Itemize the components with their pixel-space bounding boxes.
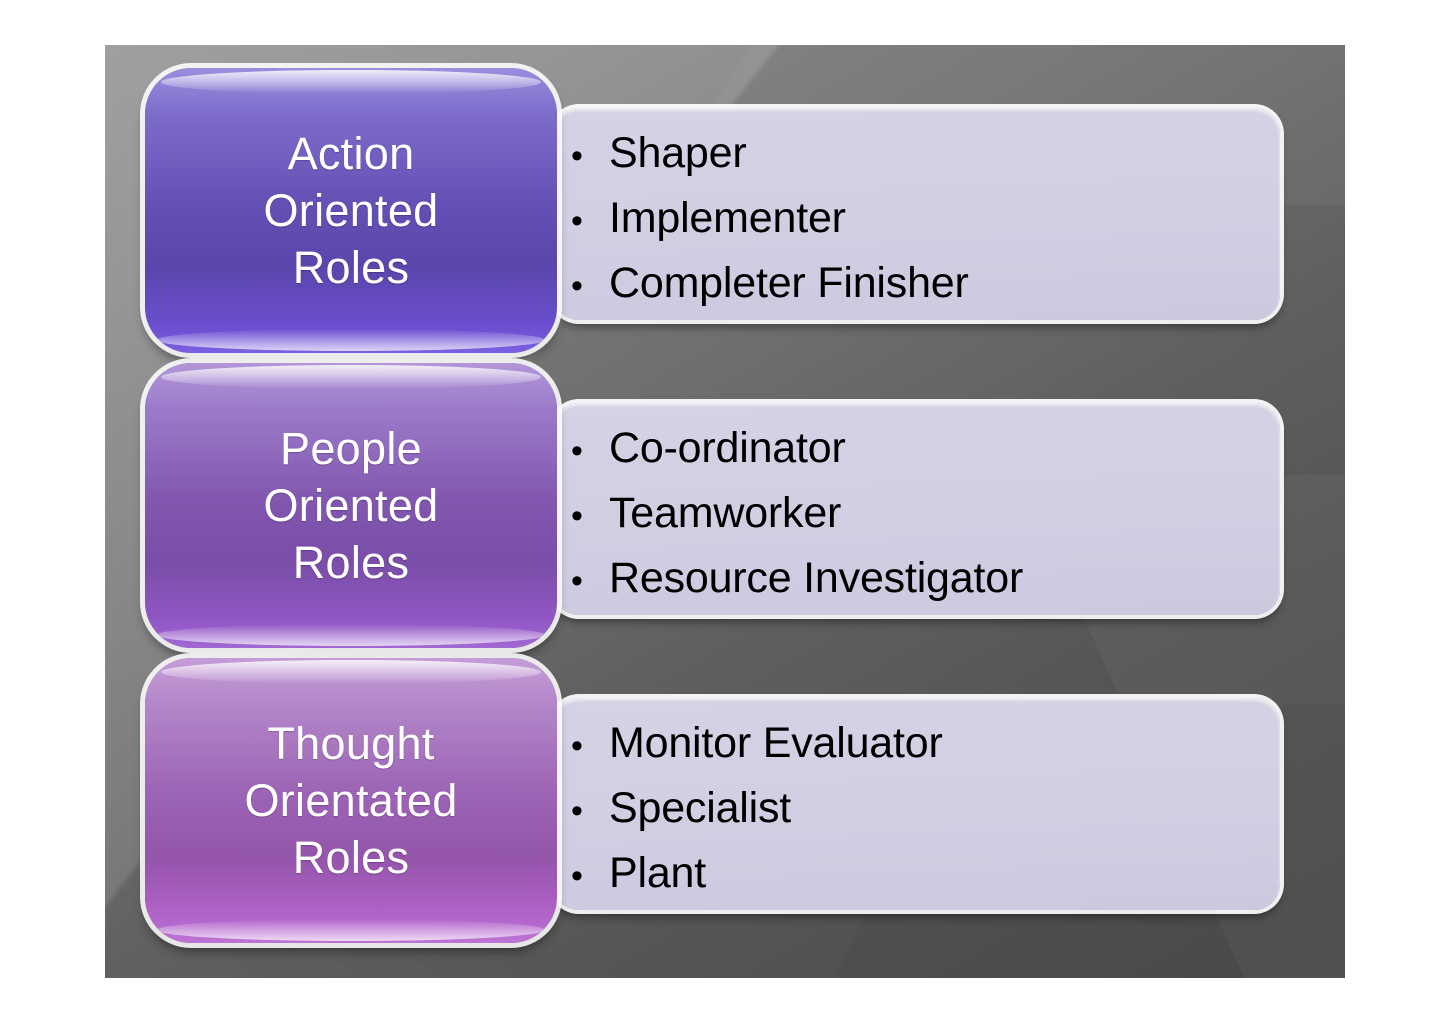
list-item: • Shaper [571, 125, 1280, 190]
role-category-row: • Co-ordinator • Teamworker • Resource I… [105, 363, 1345, 653]
list-item-label: Monitor Evaluator [609, 719, 943, 767]
bullet-icon: • [571, 137, 583, 175]
role-list: • Shaper • Implementer • Completer Finis… [571, 125, 1280, 320]
list-item-label: Implementer [609, 194, 846, 242]
role-list-panel: • Monitor Evaluator • Specialist • Plant [553, 698, 1280, 910]
list-item: • Completer Finisher [571, 255, 1280, 320]
bullet-icon: • [571, 857, 583, 895]
list-item-label: Teamworker [609, 489, 842, 537]
bullet-icon: • [571, 792, 583, 830]
list-item-label: Resource Investigator [609, 554, 1024, 602]
list-item-label: Plant [609, 849, 707, 897]
list-item-label: Co-ordinator [609, 424, 846, 472]
bullet-icon: • [571, 267, 583, 305]
bullet-icon: • [571, 497, 583, 535]
role-list: • Co-ordinator • Teamworker • Resource I… [571, 420, 1280, 615]
list-item: • Implementer [571, 190, 1280, 255]
role-list-panel: • Co-ordinator • Teamworker • Resource I… [553, 403, 1280, 615]
list-item: • Resource Investigator [571, 550, 1280, 615]
list-item: • Plant [571, 845, 1280, 910]
role-list-panel: • Shaper • Implementer • Completer Finis… [553, 108, 1280, 320]
bullet-icon: • [571, 562, 583, 600]
bullet-icon: • [571, 432, 583, 470]
slide-canvas: • Shaper • Implementer • Completer Finis… [105, 45, 1345, 978]
role-category-row: • Shaper • Implementer • Completer Finis… [105, 68, 1345, 358]
role-category-row: • Monitor Evaluator • Specialist • Plant… [105, 658, 1345, 948]
list-item-label: Completer Finisher [609, 259, 969, 307]
list-item: • Monitor Evaluator [571, 715, 1280, 780]
bullet-icon: • [571, 202, 583, 240]
list-item: • Teamworker [571, 485, 1280, 550]
list-item-label: Specialist [609, 784, 792, 832]
list-item: • Specialist [571, 780, 1280, 845]
list-item: • Co-ordinator [571, 420, 1280, 485]
bullet-icon: • [571, 727, 583, 765]
role-list: • Monitor Evaluator • Specialist • Plant [571, 715, 1280, 910]
list-item-label: Shaper [609, 129, 747, 177]
